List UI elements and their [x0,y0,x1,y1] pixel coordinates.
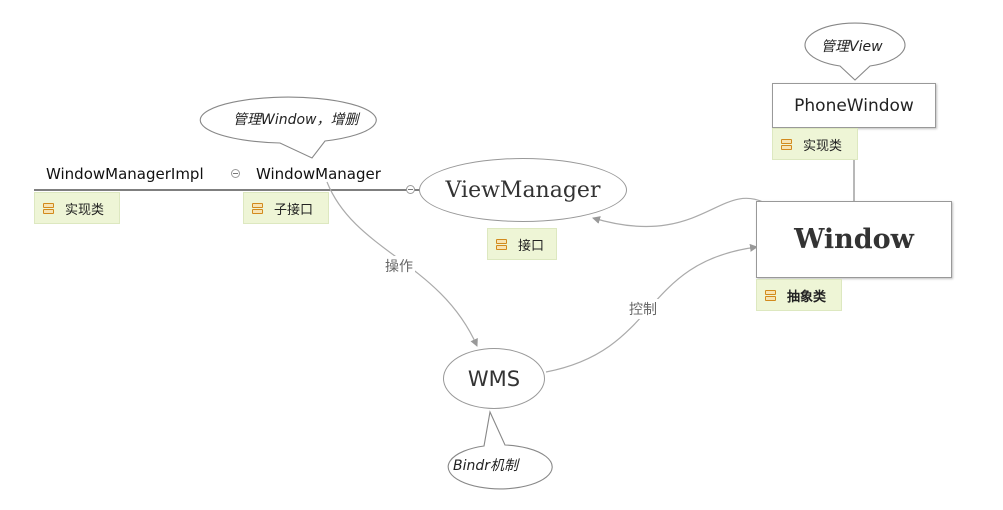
node-window-label: Window [794,224,914,255]
node-window[interactable]: Window [756,201,952,278]
tag-windowmanager: 子接口 [243,192,329,224]
callout-windowmanager[interactable]: 管理Window，增删 [233,112,359,128]
callout-bubble-windowmanager [199,96,377,159]
node-windowmanager[interactable]: WindowManager [256,165,381,183]
collapse-icon[interactable] [406,185,415,194]
edge-label-operate: 操作 [383,256,415,276]
tag-label: 抽象类 [787,289,827,305]
callout-wms[interactable]: Bindr机制 [453,458,519,474]
node-viewmanager[interactable]: ViewManager [419,158,627,222]
tag-viewmanager: 接口 [487,228,557,260]
callout-bubble-phonewindow [804,22,906,81]
tag-label: 子接口 [274,202,314,218]
tag-window: 抽象类 [756,279,842,311]
callout-phonewindow[interactable]: 管理View [821,39,883,55]
node-phonewindow[interactable]: PhoneWindow [772,83,936,128]
edge-window-viewmanager [592,197,766,228]
tag-label: 实现类 [803,138,843,154]
callout-bubble-wms [447,410,553,490]
node-wms[interactable]: WMS [443,348,545,409]
tag-icon [496,238,507,250]
node-windowmanagerimpl[interactable]: WindowManagerImpl [46,165,204,183]
tag-label: 实现类 [65,202,105,218]
node-wms-label: WMS [467,366,521,391]
node-phonewindow-label: PhoneWindow [794,95,914,116]
node-viewmanager-label: ViewManager [445,177,601,203]
tag-icon [765,289,776,301]
collapse-icon[interactable] [231,169,240,178]
tag-icon [781,138,792,150]
tag-label: 接口 [518,238,545,254]
tag-icon [43,202,54,214]
tag-phonewindow: 实现类 [772,128,858,160]
tag-icon [252,202,263,214]
edge-label-control: 控制 [627,299,659,319]
tag-windowmanagerimpl: 实现类 [34,192,120,224]
